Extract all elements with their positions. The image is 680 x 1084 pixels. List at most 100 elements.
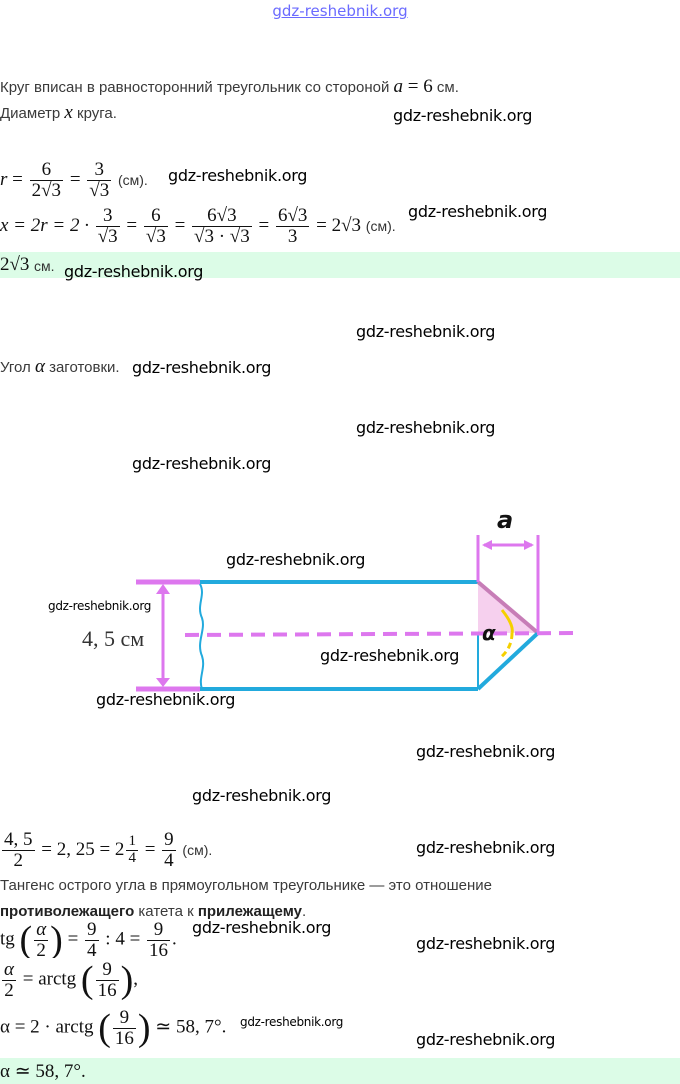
- num: α: [34, 918, 49, 941]
- num: 3: [95, 206, 120, 227]
- den: 2√3: [31, 179, 62, 201]
- problem-statement: Круг вписан в равносторонний треугольник…: [0, 76, 459, 98]
- lhs: α = 2 · arctg: [0, 1016, 94, 1038]
- watermark: gdz-reshebnik.org: [393, 106, 533, 125]
- break-line: [199, 583, 205, 690]
- arrow-head-icon: [524, 540, 534, 550]
- num: α: [2, 958, 16, 981]
- den: 16: [114, 1027, 134, 1049]
- fraction: 3√3: [95, 206, 120, 247]
- num: 6: [29, 160, 64, 181]
- eq: =: [69, 168, 81, 190]
- den: 4: [164, 849, 174, 871]
- arrow-head-icon: [482, 540, 492, 550]
- text: Угол: [0, 359, 35, 376]
- answer-value: 2√3: [0, 254, 30, 275]
- tip-edge: [476, 580, 540, 635]
- end: .: [172, 928, 177, 950]
- diameter-formula: x = 2r = 2 · 3√3 = 6√3 = 6√3√3 · √3 = 6√…: [0, 205, 396, 247]
- var: x: [64, 102, 73, 123]
- den: √3 · √3: [194, 225, 250, 247]
- watermark: gdz-reshebnik.org: [132, 454, 272, 473]
- den: 4: [87, 939, 97, 958]
- den: 2: [13, 849, 24, 871]
- den: √3: [89, 179, 110, 201]
- num: 9: [112, 1007, 136, 1029]
- text: заготовки.: [44, 359, 120, 376]
- den: 4: [128, 849, 136, 866]
- eq: =: [144, 838, 156, 860]
- tangent-definition: Тангенс острого угла в прямоугольном тре…: [0, 877, 492, 894]
- num: 4, 5: [2, 829, 35, 851]
- watermark: gdz-reshebnik.org: [168, 166, 308, 185]
- num: 6√3: [192, 206, 252, 227]
- watermark: gdz-reshebnik.org: [132, 358, 272, 377]
- den: 3: [287, 225, 298, 247]
- watermark: gdz-reshebnik.org: [240, 1015, 344, 1029]
- problem-question: Диаметр x круга.: [0, 102, 117, 124]
- value: = 6: [403, 76, 433, 97]
- bold-term: прилежащему: [197, 903, 302, 920]
- lhs: x = 2r = 2 ·: [0, 214, 89, 236]
- watermark: gdz-reshebnik.org: [416, 1030, 556, 1049]
- unit: см.: [432, 79, 459, 96]
- blank-diagram: a α 4, 5 см: [82, 506, 581, 692]
- den: √3: [145, 225, 166, 247]
- fn: tg: [0, 928, 15, 950]
- watermark: gdz-reshebnik.org: [192, 786, 332, 805]
- watermark: gdz-reshebnik.org: [416, 838, 556, 857]
- watermark: gdz-reshebnik.org: [226, 550, 366, 569]
- num: 9: [85, 918, 99, 941]
- tip-bottom-edge: [476, 631, 540, 691]
- num: 6: [143, 206, 168, 227]
- var: a: [393, 76, 404, 97]
- bold-term: противолежащего: [0, 903, 135, 920]
- text: Диаметр: [0, 105, 65, 122]
- angle-arc: [500, 609, 514, 634]
- num: 6√3: [275, 205, 310, 227]
- fraction: 6√3√3 · √3: [192, 206, 252, 247]
- watermark: gdz-reshebnik.org: [416, 934, 556, 953]
- eq: =: [12, 168, 23, 190]
- result: ≃ 58, 7°.: [155, 1016, 227, 1038]
- num: 9: [147, 919, 171, 941]
- mid: : 4 =: [105, 928, 141, 950]
- lhs: r: [0, 168, 8, 190]
- result: = 2√3: [316, 214, 362, 236]
- answer-unit: см.: [34, 258, 55, 274]
- num: 9: [162, 829, 176, 851]
- text: круга.: [72, 105, 117, 122]
- text: Круг вписан в равносторонний треугольник…: [0, 79, 394, 96]
- watermark: gdz-reshebnik.org: [356, 322, 496, 341]
- watermark: gdz-reshebnik.org: [356, 418, 496, 437]
- answer-value: α ≃ 58, 7°.: [0, 1061, 86, 1082]
- watermark: gdz-reshebnik.org: [320, 646, 460, 665]
- answer-box-1: 2√3 см.: [0, 252, 680, 278]
- den: 2: [4, 979, 14, 1001]
- unit: (см).: [117, 171, 148, 188]
- den: 16: [97, 979, 117, 1001]
- header-link[interactable]: gdz-reshebnik.org: [272, 2, 408, 20]
- answer-box-2: α ≃ 58, 7°.: [0, 1058, 680, 1084]
- eq: =: [67, 928, 79, 950]
- den: √3: [97, 225, 118, 247]
- num: 3: [87, 160, 112, 181]
- axis-line: [184, 631, 581, 637]
- watermark: gdz-reshebnik.org: [192, 918, 332, 937]
- text: .: [301, 903, 307, 920]
- den: 2: [36, 939, 46, 958]
- den: 16: [149, 939, 169, 958]
- var: α: [34, 356, 45, 377]
- mid: = arctg: [22, 968, 77, 990]
